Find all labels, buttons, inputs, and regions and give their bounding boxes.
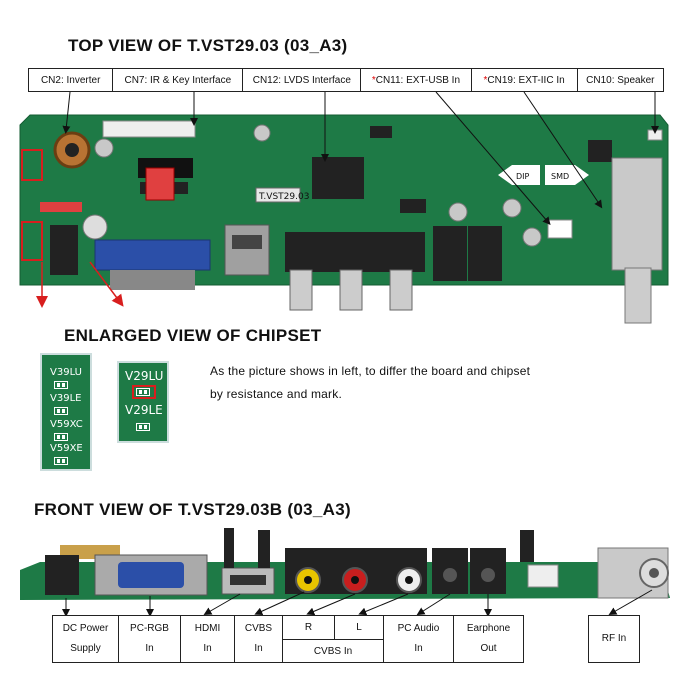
vga-connector-front bbox=[94, 554, 208, 596]
chipset-view-title: ENLARGED VIEW OF CHIPSET bbox=[64, 326, 322, 345]
vga-connector-top bbox=[94, 239, 211, 271]
rca-jack bbox=[389, 269, 413, 311]
inverter-connector-highlight bbox=[21, 149, 43, 181]
rf-tuner-top bbox=[611, 157, 663, 271]
capacitor bbox=[448, 202, 468, 222]
chip-label: V39LE bbox=[50, 393, 82, 404]
svg-text:DIP: DIP bbox=[516, 172, 530, 181]
label-cn10: CN10: Speaker bbox=[586, 74, 655, 86]
audio-jack-top bbox=[468, 226, 502, 281]
capacitor bbox=[253, 124, 271, 142]
top-board-illustration: T.VST29.03 DIP SMD bbox=[19, 91, 669, 324]
dc-jack-top bbox=[50, 225, 78, 275]
front-view-title: FRONT VIEW OF T.VST29.03B (03_A3) bbox=[34, 500, 351, 519]
label-cn2: CN2: Inverter bbox=[29, 69, 114, 91]
chip-label: V29LU bbox=[125, 369, 164, 383]
hdmi-connector-top bbox=[224, 224, 270, 276]
top-view-title: TOP VIEW OF T.VST29.03 (03_A3) bbox=[68, 36, 348, 55]
chip-label: V39LU bbox=[50, 367, 82, 378]
label-cvbs-in-group: R L CVBS In bbox=[282, 615, 384, 663]
chipset-closeup-left: V39LU V39LE V59XC V59XE bbox=[40, 353, 92, 471]
key-connector-highlight bbox=[21, 221, 43, 261]
label-cn12: CN12: LVDS Interface bbox=[243, 69, 362, 91]
chip-label: V59XC bbox=[50, 419, 83, 430]
capacitor bbox=[94, 138, 114, 158]
speaker-connector bbox=[647, 129, 663, 141]
chip-label: V29LE bbox=[125, 403, 163, 417]
front-board-illustration bbox=[20, 528, 670, 617]
svg-text:SMD: SMD bbox=[551, 172, 569, 181]
label-cvbs-in: CVBS In bbox=[313, 645, 353, 657]
label-cvbs-r: R bbox=[283, 616, 335, 640]
label-cn19: *CN19: EXT-IIC In bbox=[472, 69, 578, 91]
label-cn7: CN7: IR & Key Interface bbox=[113, 69, 244, 91]
ir-key-connector bbox=[102, 120, 196, 138]
chip-label: V59XE bbox=[50, 443, 83, 454]
board-model-silk: T.VST29.03 bbox=[258, 192, 309, 202]
dc-jack-front bbox=[45, 555, 79, 595]
chipset-description: As the picture shows in left, to differ … bbox=[210, 364, 531, 401]
smd-arrow bbox=[545, 165, 589, 185]
label-cn11: *CN11: EXT-USB In bbox=[361, 69, 472, 91]
label-rf-in: RF In bbox=[588, 615, 640, 663]
dip-arrow bbox=[498, 165, 540, 185]
ic-chip bbox=[145, 167, 175, 201]
chipset-closeup-right: V29LU V29LE bbox=[117, 361, 169, 443]
capacitor bbox=[502, 198, 522, 218]
top-connector-labels: CN2: Inverter CN7: IR & Key Interface CN… bbox=[28, 68, 664, 92]
main-chipset bbox=[312, 157, 364, 199]
label-cvbs-l: L bbox=[335, 616, 383, 640]
rca-jack bbox=[289, 269, 313, 311]
rca-jack bbox=[339, 269, 363, 311]
capacitor bbox=[82, 214, 108, 240]
resistance-mark-highlight bbox=[132, 385, 156, 399]
audio-jack-top bbox=[433, 226, 467, 281]
capacitor bbox=[522, 227, 542, 247]
